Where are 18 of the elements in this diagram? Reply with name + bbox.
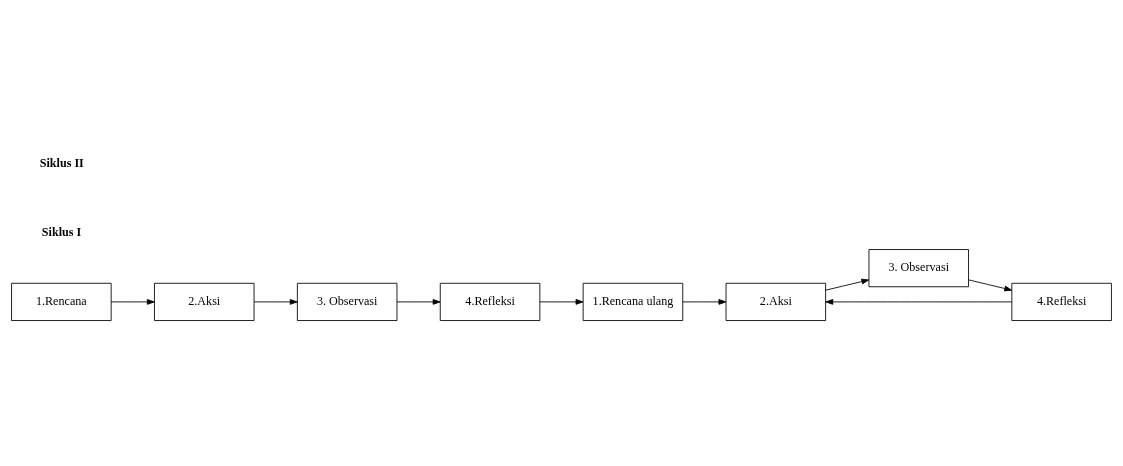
label: Siklus II [39, 155, 84, 170]
node-box: 2.Aksi [725, 282, 827, 321]
node-box: 3. Observasi [868, 248, 969, 287]
label: Siklus I [41, 224, 82, 239]
node-box: 4.Refleksi [1011, 282, 1112, 321]
arrow [396, 298, 441, 305]
arrow [825, 298, 1013, 305]
arrow [682, 298, 727, 305]
arrow [110, 298, 155, 305]
arrow [825, 278, 870, 291]
node-box: 1.Rencana ulang [582, 282, 684, 321]
node-box: 4.Refleksi [439, 282, 541, 321]
node-box: 3. Observasi [296, 282, 398, 321]
arrow [968, 278, 1013, 291]
arrow [253, 298, 298, 305]
node-box: 1.Rencana [11, 282, 112, 321]
node-box: 2.Aksi [154, 282, 255, 321]
arrow [539, 298, 584, 305]
